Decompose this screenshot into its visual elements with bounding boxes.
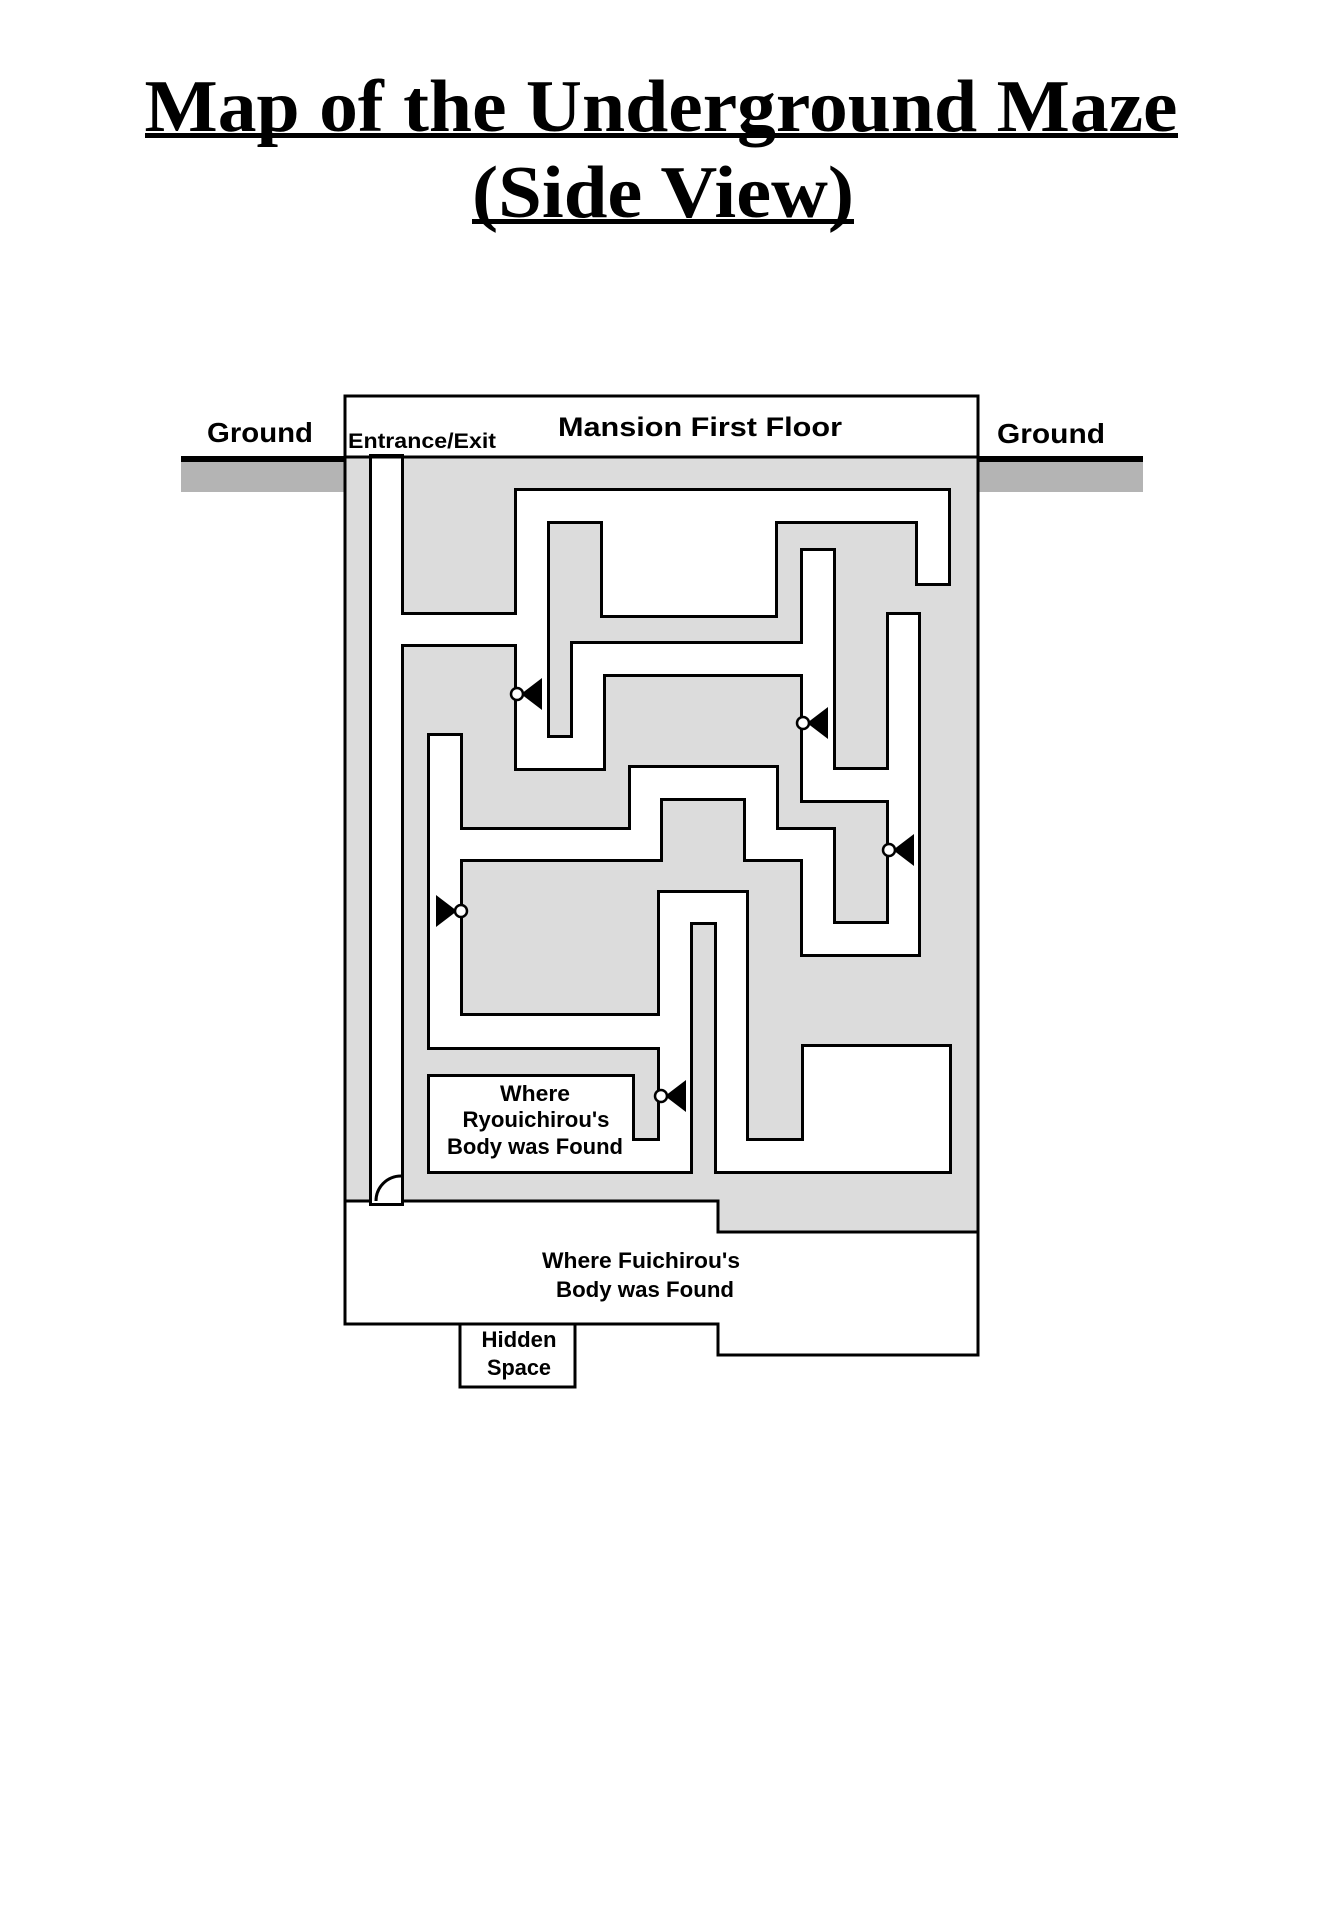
corridors (372, 457, 949, 1203)
ryouichirou-label-line-2: Ryouichirou's (463, 1107, 610, 1132)
door-triangle-icon (893, 834, 914, 866)
door-hinge-icon (795, 715, 811, 731)
ground-band-right (978, 462, 1143, 492)
door-triangle-icon (665, 1080, 686, 1112)
ground-label-right: Ground (997, 418, 1105, 449)
hidden-space (458, 1322, 577, 1389)
door-icon (795, 707, 828, 739)
ryouichirou-room (430, 1077, 632, 1171)
entrance-exit-label: Entrance/Exit (348, 430, 496, 453)
title-underline-1 (145, 133, 1178, 138)
door-icon (509, 678, 542, 710)
corridor-segment (430, 830, 660, 859)
building-outline (343, 394, 980, 1357)
door-hinge-icon (881, 842, 897, 858)
open-chamber (603, 521, 775, 615)
ground-line-right (978, 456, 1143, 462)
mansion-first-floor-label: Mansion First Floor (558, 412, 843, 442)
corridor-segment (573, 644, 833, 674)
ground-label-left: Ground (207, 417, 313, 448)
hidden-space-label-line-2: Space (487, 1355, 551, 1380)
ryouichirou-label-line-3: Body was Found (447, 1134, 623, 1159)
door-hinge-icon (453, 903, 469, 919)
door-icon (653, 1080, 686, 1112)
ground-band-left (181, 462, 345, 492)
corridor-segment (803, 551, 833, 800)
ryouichirou-label-line-1: Where (500, 1081, 570, 1106)
corridor-segment (517, 738, 603, 768)
corridor-segment (517, 491, 948, 521)
door-icon (436, 895, 469, 927)
corridor-segment (717, 893, 746, 1171)
entrance-corridor (372, 457, 401, 1203)
door-icon (881, 834, 914, 866)
corridor-segment (632, 1141, 690, 1171)
door-triangle-icon (807, 707, 828, 739)
door-triangle-icon (521, 678, 542, 710)
ground-left (181, 456, 345, 492)
door-triangle-icon (436, 895, 457, 927)
empty-room (804, 1047, 949, 1171)
fuichirou-label-line-1: Where Fuichirou's (542, 1248, 740, 1273)
corridor-segment (889, 615, 918, 954)
corridor-segment (660, 893, 690, 1171)
hidden-space-label-line-1: Hidden (482, 1327, 557, 1352)
secret-doors (436, 678, 914, 1112)
door-hinge-icon (509, 686, 525, 702)
corridor-segment (918, 491, 948, 583)
ground-line-left (181, 456, 345, 462)
entrance-door-arc-icon (374, 1174, 402, 1202)
fuichirou-label-line-2: Body was Found (556, 1277, 734, 1302)
door-hinge-icon (653, 1088, 669, 1104)
ground-right (978, 456, 1143, 492)
corridor-segment (517, 491, 547, 768)
corridor-segment (430, 1016, 690, 1047)
corridor-segment (430, 736, 460, 1047)
title-underline-2 (472, 219, 854, 224)
